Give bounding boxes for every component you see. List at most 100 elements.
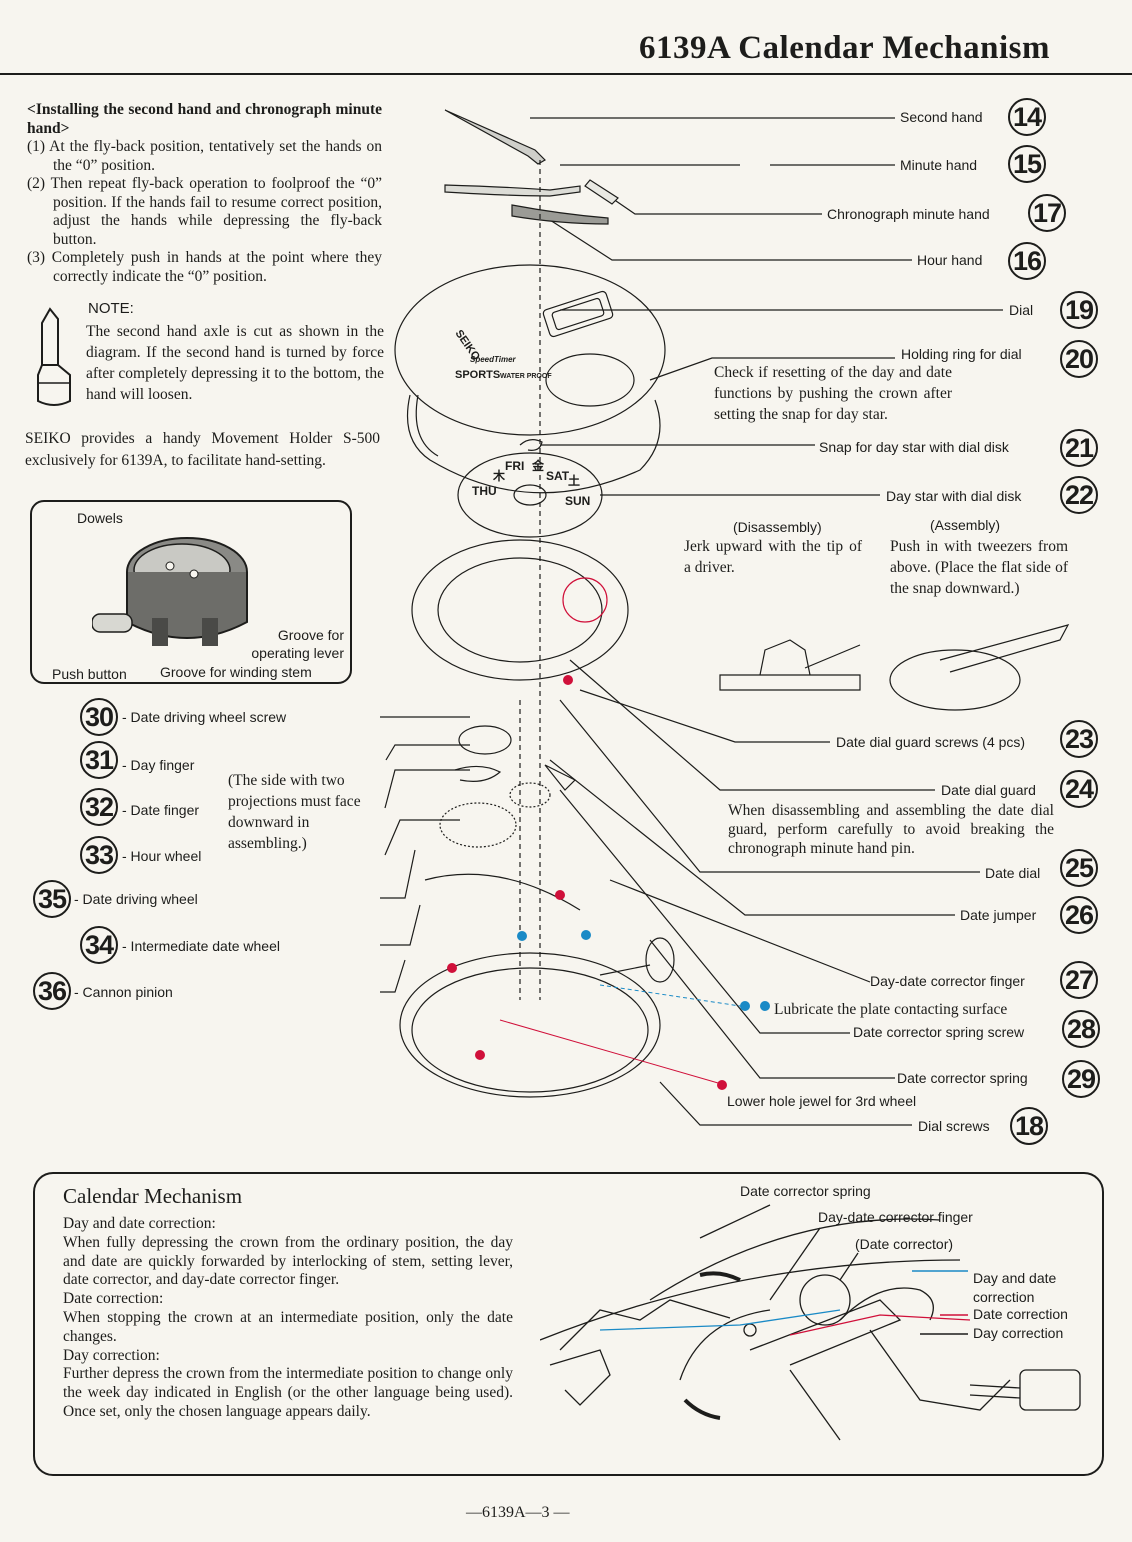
disassembly-text: Jerk upward with the tip of a driver. — [684, 538, 862, 576]
legend-label-day-date: Day and date correction — [973, 1270, 1057, 1305]
part-number-23: 23 — [1060, 720, 1098, 758]
legend-label-day: Day correction — [973, 1325, 1064, 1341]
page-title: 6139A Calendar Mechanism — [638, 30, 1050, 66]
calendar-spring-label: Date corrector spring — [740, 1183, 871, 1199]
part-number-14: 14 — [1008, 98, 1046, 136]
install-section: <Installing the second hand and chronogr… — [27, 101, 382, 286]
part-label-28: Date corrector spring screw — [853, 1024, 1025, 1040]
part-number-35: 35 — [33, 880, 71, 918]
side-note: (The side with two projections must face… — [228, 772, 361, 852]
part-number-36: 36 — [33, 972, 71, 1010]
part-number-29: 29 — [1062, 1060, 1100, 1098]
part-number-32: 32 — [80, 788, 118, 826]
install-step-1: (1) At the fly-back position, tentativel… — [27, 138, 382, 174]
header-rule — [0, 73, 1132, 75]
part-label-36: - Cannon pinion — [74, 984, 173, 1000]
calendar-para-5: Day correction: — [63, 1346, 160, 1364]
second-hand-axle-icon — [37, 307, 71, 406]
day-ring-4: SAT — [546, 469, 570, 483]
part-label-22: Day star with dial disk — [886, 488, 1022, 504]
part-number-18: 18 — [1010, 1107, 1048, 1145]
legend-label-date: Date correction — [973, 1306, 1068, 1322]
install-step-3: (3) Completely push in hands at the poin… — [27, 249, 382, 285]
groove-lever-label: Groove for operating lever — [251, 627, 344, 661]
part-number-17: 17 — [1028, 194, 1066, 232]
part-number-34: 34 — [80, 926, 118, 964]
calendar-para-3: Date correction: — [63, 1290, 164, 1308]
calendar-title: Calendar Mechanism — [63, 1184, 243, 1208]
install-step-2: (2) Then repeat fly-back operation to fo… — [27, 175, 382, 248]
legend-line-day — [920, 1333, 968, 1335]
legend-line-date — [940, 1314, 968, 1316]
calendar-finger-label: Day-date corrector finger — [818, 1209, 973, 1225]
part-number-24: 24 — [1060, 770, 1098, 808]
day-ring-0: THU — [472, 484, 497, 498]
groove-stem-label: Groove for winding stem — [160, 664, 312, 680]
disassembly-title: (Disassembly) — [733, 519, 822, 535]
movement-holder-illustration — [92, 537, 248, 646]
part-number-16: 16 — [1008, 242, 1046, 280]
calendar-para-2: When fully depressing the crown from the… — [63, 1233, 513, 1289]
guard-note: When disassembling and assembling the da… — [728, 802, 1054, 857]
lubrication-markers — [447, 675, 770, 1090]
day-ring-3: 金 — [531, 458, 545, 473]
part-label-31: - Day finger — [122, 757, 195, 773]
install-heading: <Installing the second hand and chronogr… — [27, 101, 382, 137]
day-ring-1: 木 — [492, 468, 506, 483]
part-label-15: Minute hand — [900, 157, 978, 173]
part-label-34: - Intermediate date wheel — [122, 938, 280, 954]
part-number-31: 31 — [80, 741, 118, 779]
push-button-label: Push button — [52, 666, 127, 682]
part-number-30: 30 — [80, 698, 118, 736]
part-number-22: 22 — [1060, 476, 1098, 514]
dowels-label: Dowels — [77, 510, 123, 526]
movement-holder-box: Dowels Groove for operating lever Push b… — [30, 500, 352, 684]
part-label-20: Holding ring for dial — [901, 346, 1022, 362]
part-label-27: Day-date corrector finger — [870, 973, 1025, 989]
part-label-17: Chronograph minute hand — [827, 206, 990, 222]
calendar-para-4: When stopping the crown at an intermedia… — [63, 1308, 513, 1345]
part-label-33: - Hour wheel — [122, 848, 202, 864]
day-ring-2: FRI — [505, 459, 524, 473]
calendar-para-1: Day and date correction: — [63, 1215, 216, 1232]
calendar-corrector-diagram — [540, 1204, 1081, 1441]
part-number-33: 33 — [80, 836, 118, 874]
legend-line-day-date — [912, 1270, 968, 1272]
part-label-23: Date dial guard screws (4 pcs) — [836, 734, 1026, 750]
part-label-29: Date corrector spring — [897, 1070, 1028, 1086]
calendar-para-6: Further depress the crown from the inter… — [63, 1365, 513, 1420]
part-label-21: Snap for day star with dial disk — [819, 439, 1009, 455]
part-label-25: Date dial — [985, 865, 1041, 881]
part-number-25: 25 — [1060, 849, 1098, 887]
calendar-corrector-label: (Date corrector) — [855, 1236, 954, 1252]
part-number-15: 15 — [1008, 145, 1046, 183]
part-label-32: - Date finger — [122, 802, 200, 818]
part-number-27: 27 — [1060, 961, 1098, 999]
dial-model-text: SpeedTimer — [470, 355, 517, 364]
part-number-20: 20 — [1060, 340, 1098, 378]
assembly-title: (Assembly) — [930, 517, 1001, 533]
part-label-24: Date dial guard — [941, 782, 1036, 798]
exploded-movement-diagram: SEIKO SpeedTimer SPORTS WATER PROOF THU … — [380, 109, 1070, 1126]
part-number-28: 28 — [1062, 1010, 1100, 1048]
part-label-14: Second hand — [900, 109, 983, 125]
day-ring-5: 土 — [568, 473, 580, 488]
part-label-18: Dial screws — [918, 1118, 990, 1134]
calendar-text: Day and date correction: When fully depr… — [63, 1215, 513, 1422]
calendar-mechanism-box — [33, 1172, 1104, 1476]
check-note: Check if resetting of the day and date f… — [714, 364, 952, 423]
part-label-35: - Date driving wheel — [74, 891, 198, 907]
part-label-30: - Date driving wheel screw — [122, 709, 287, 725]
assembly-text: Push in with tweezers from above. (Place… — [890, 538, 1068, 597]
note-text: The second hand axle is cut as shown in … — [86, 323, 384, 403]
part-label-26: Date jumper — [960, 907, 1037, 923]
holder-text: SEIKO provides a handy Movement Holder S… — [25, 430, 380, 469]
day-ring-6: SUN — [565, 494, 590, 508]
part-label-16: Hour hand — [917, 252, 983, 268]
lubricate-note: Lubricate the plate contacting surface — [774, 1001, 1008, 1018]
part-number-26: 26 — [1060, 896, 1098, 934]
dial-sports-text: SPORTS — [455, 369, 500, 381]
lower-jewel-label: Lower hole jewel for 3rd wheel — [727, 1093, 917, 1109]
note-label: NOTE: — [88, 300, 134, 317]
part-number-21: 21 — [1060, 429, 1098, 467]
